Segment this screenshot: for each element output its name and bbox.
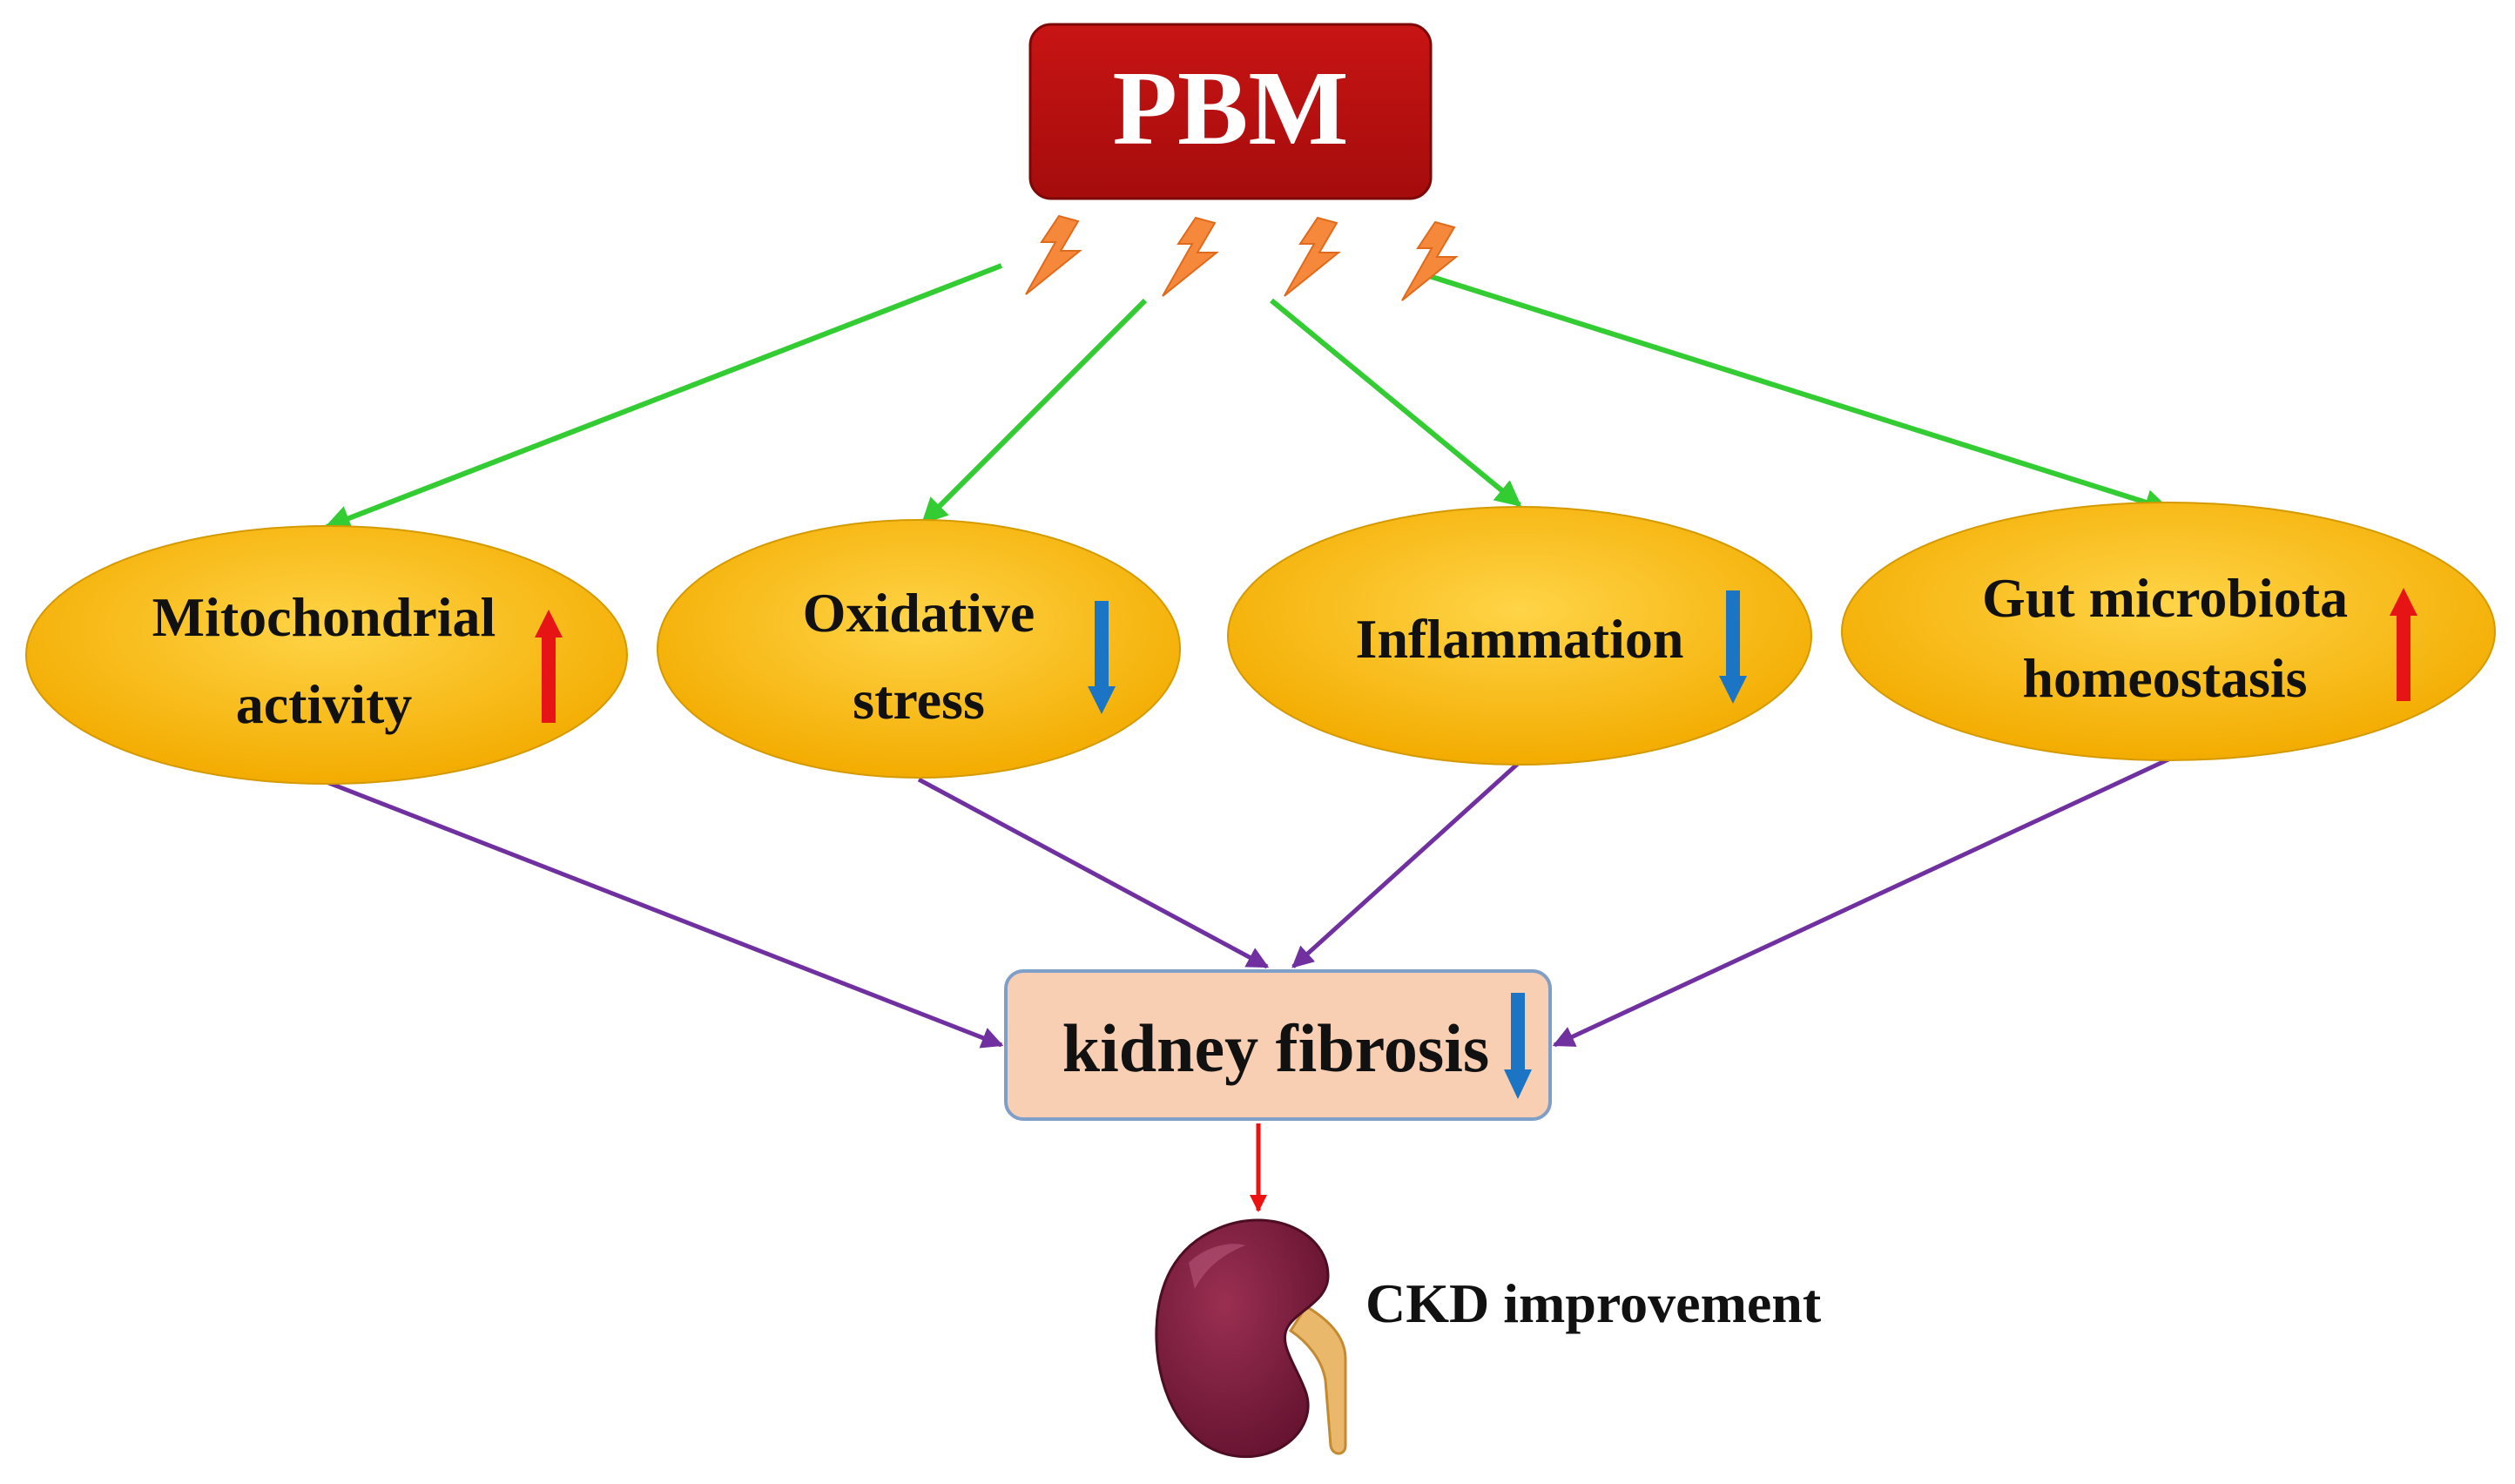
arrow-inflammation-to-fibrosis: [1291, 760, 1521, 968]
effect-mitochondrial: Mitochondrial activity: [25, 525, 628, 785]
lightning-group: [1025, 214, 1459, 301]
arrow-pbm-to-mitochondrial: [324, 263, 1003, 531]
kidney-icon: [1155, 1218, 1347, 1459]
down-arrow-icon: [1504, 993, 1532, 1099]
kidney-highlight: [1189, 1244, 1245, 1289]
lightning-icon: [1401, 220, 1459, 301]
arrow-oxidative-to-fibrosis: [917, 777, 1270, 969]
kidney-fibrosis-box: [1004, 969, 1552, 1121]
down-arrow-icon: [1088, 601, 1116, 714]
effect-label-line2: activity: [236, 673, 413, 735]
arrow-gut-to-fibrosis: [1552, 757, 2170, 1048]
arrow-mitochondrial-to-fibrosis: [326, 779, 1004, 1049]
down-arrow-icon: [1719, 590, 1747, 704]
effect-label-line2: homeostasis: [2022, 647, 2307, 709]
effect-gut: Gut microbiota homeostasis: [1841, 502, 2496, 761]
effect-label-line1: Gut microbiota: [1982, 567, 2348, 629]
effect-label-line1: Mitochondrial: [152, 586, 496, 648]
effect-ellipse: [25, 525, 628, 785]
lightning-icon: [1284, 216, 1341, 297]
lightning-icon: [1162, 216, 1219, 297]
effect-inflammation: Inflammation: [1227, 506, 1812, 766]
arrow-pbm-to-gut: [1423, 272, 2171, 516]
pbm-arrows: [324, 263, 2171, 531]
effect-label-line1: Oxidative: [803, 582, 1035, 644]
kidney-fibrosis-label: kidney fibrosis: [1062, 1010, 1490, 1086]
effect-ellipse: [1841, 502, 2496, 761]
pbm-node: PBM: [1028, 23, 1433, 200]
pbm-label: PBM: [1112, 50, 1348, 167]
arrow-pbm-to-inflammation: [1270, 298, 1522, 508]
lightning-icon: [1025, 214, 1082, 295]
pbm-box: [1028, 23, 1433, 200]
up-arrow-icon: [2390, 588, 2417, 701]
effect-oxidative: Oxidative stress: [657, 519, 1181, 779]
kidney-fibrosis-node: kidney fibrosis: [1004, 969, 1552, 1121]
arrow-pbm-to-oxidative: [920, 298, 1148, 525]
effect-ellipse: [657, 519, 1181, 779]
up-arrow-icon: [535, 610, 563, 723]
ureter-shape: [1288, 1304, 1347, 1455]
fibrosis-arrows: [326, 757, 2170, 1049]
effect-ellipse: [1227, 506, 1812, 766]
effect-label-line1: Inflammation: [1356, 608, 1684, 670]
ckd-improvement-label: CKD improvement: [1365, 1272, 1822, 1334]
effect-label-line2: stress: [853, 669, 985, 731]
